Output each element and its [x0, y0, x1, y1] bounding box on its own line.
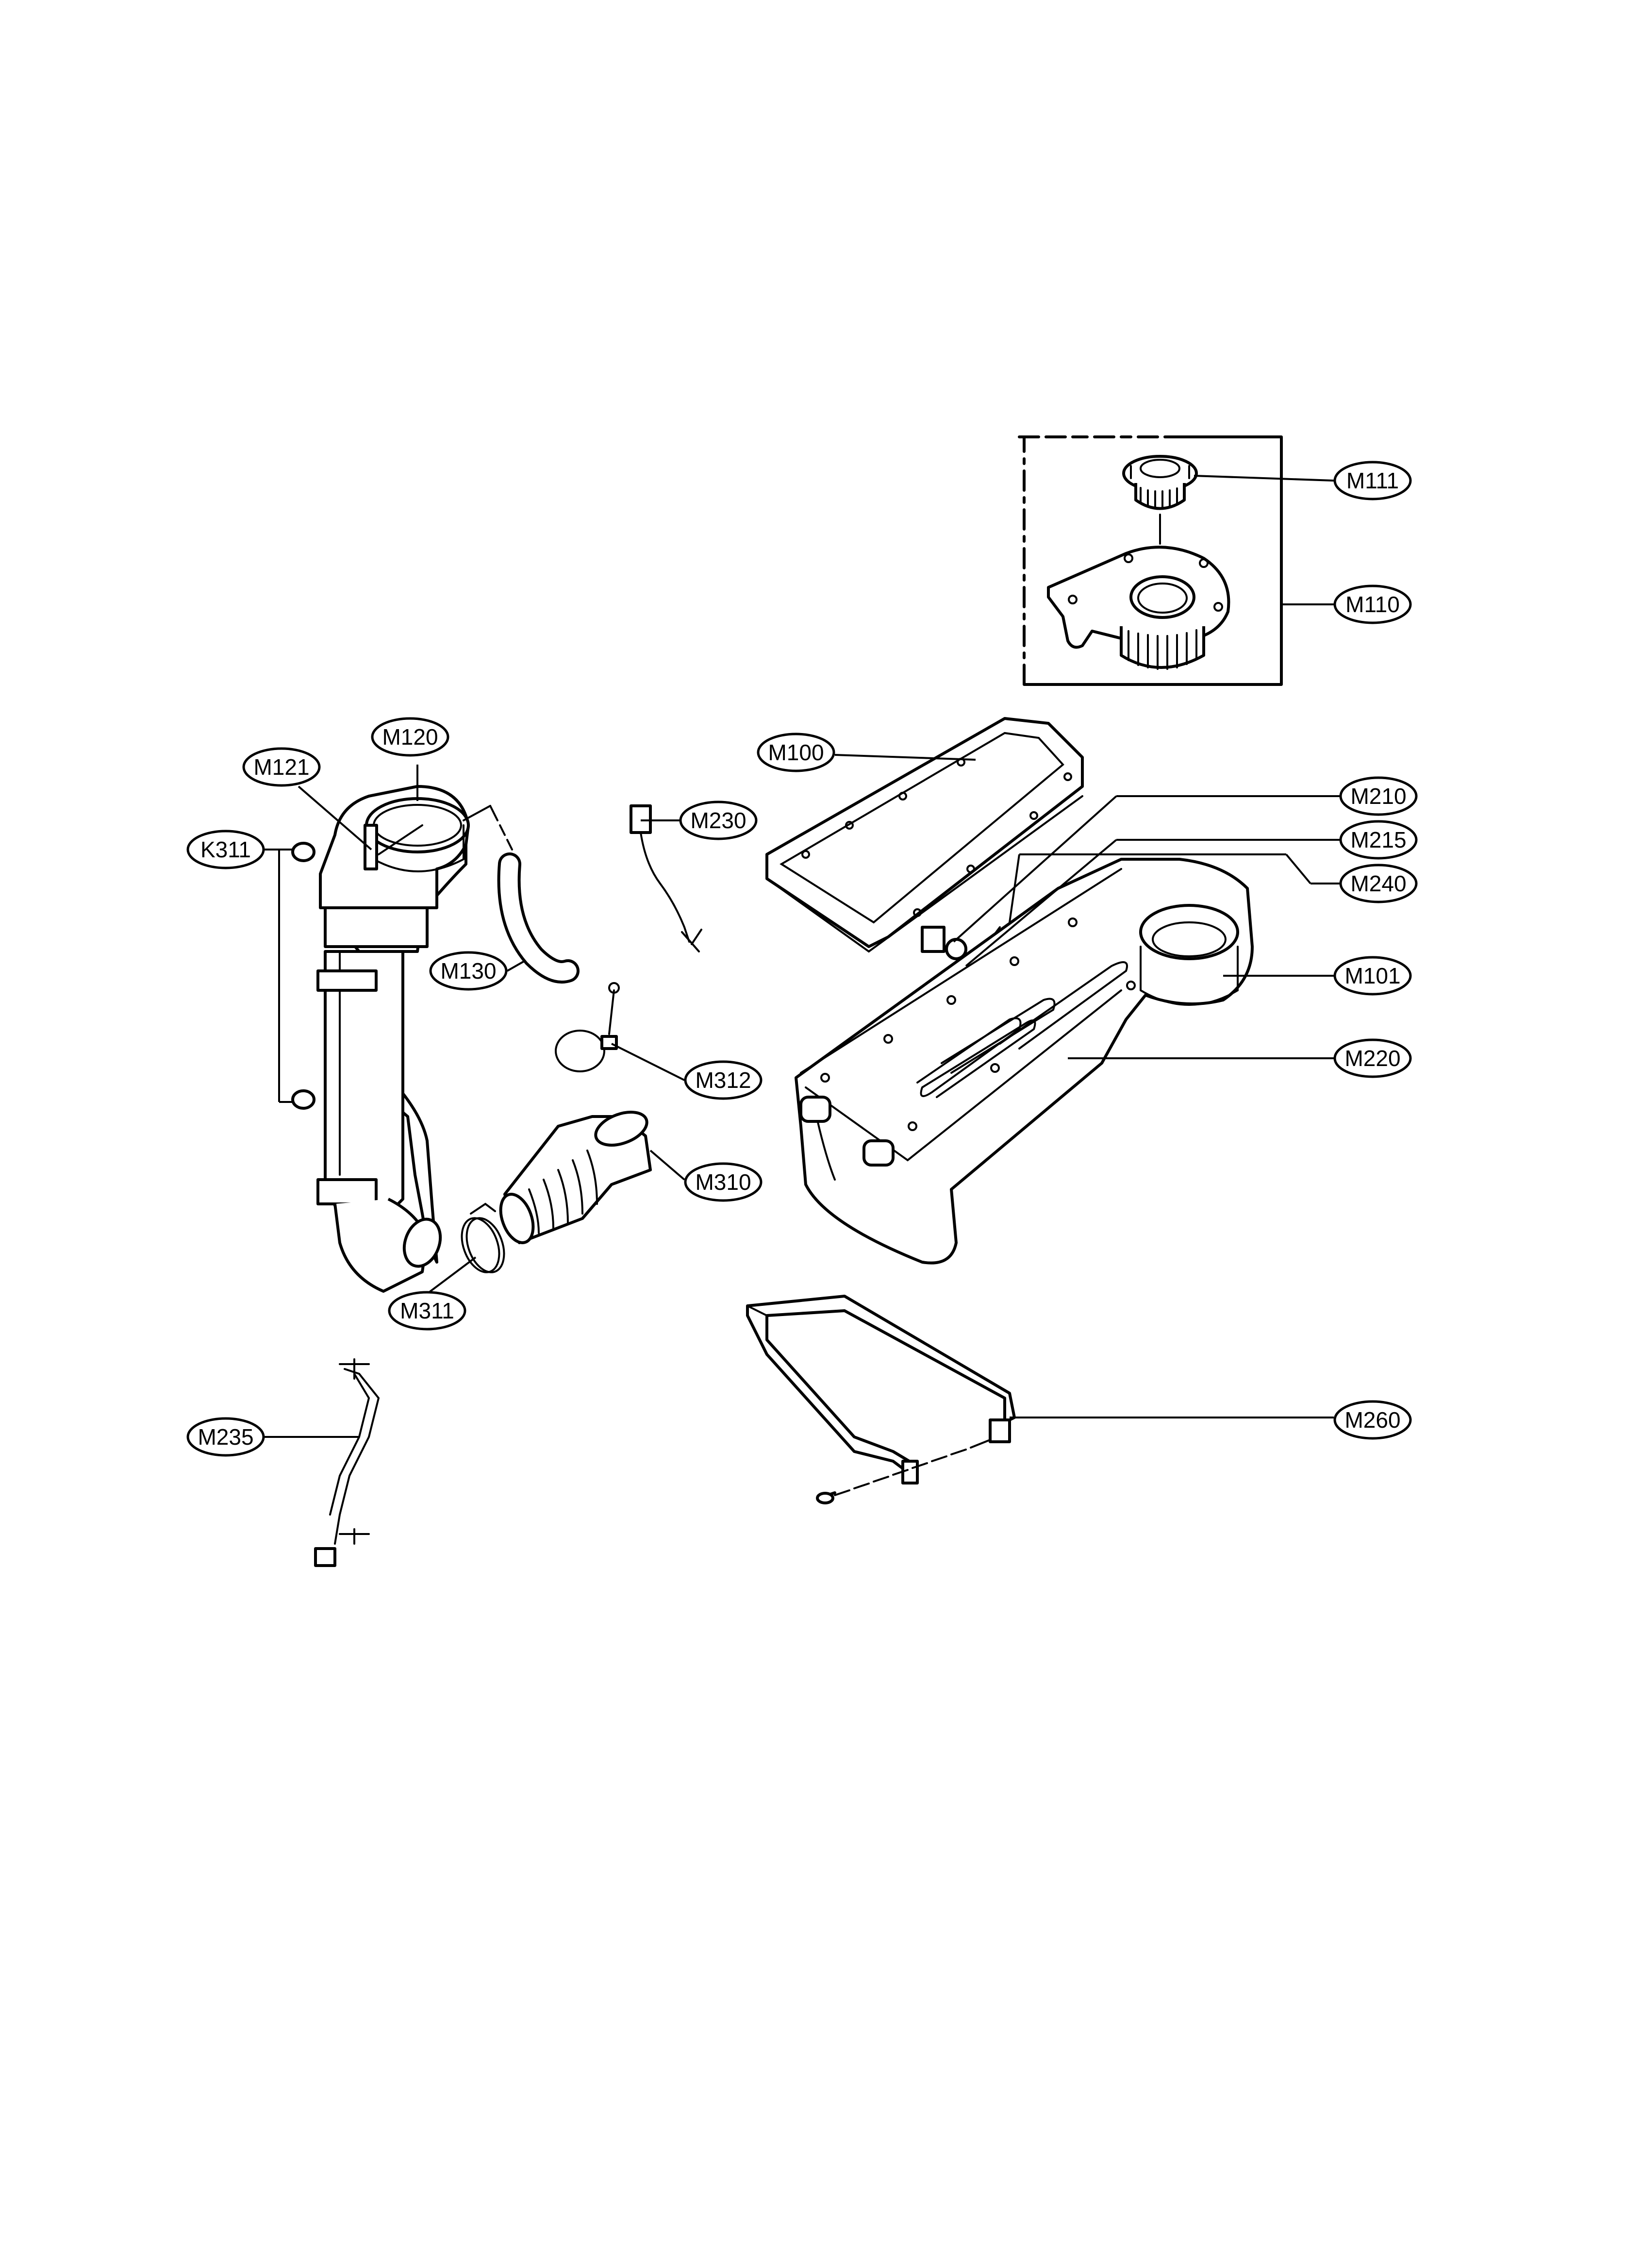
- callout-label-m240: M240: [1350, 871, 1406, 896]
- callout-m235: M235: [186, 1417, 265, 1457]
- callout-m215: M215: [1339, 820, 1418, 860]
- callout-label-k311: K311: [200, 837, 251, 862]
- callout-m312: M312: [684, 1060, 763, 1100]
- thermistor-sensor-part: [630, 804, 702, 952]
- wire-harness-part: [314, 1358, 380, 1567]
- exhaust-duct-part: [316, 785, 513, 1293]
- callout-m220: M220: [1333, 1038, 1412, 1078]
- callout-label-m215: M215: [1350, 827, 1406, 852]
- callout-m100: M100: [757, 733, 835, 772]
- callout-label-m120: M120: [382, 724, 438, 750]
- fan-assembly-group: [1018, 435, 1283, 686]
- callout-label-m130: M130: [440, 958, 496, 984]
- heater-duct-body-part: [795, 858, 1254, 1265]
- callout-label-m310: M310: [695, 1169, 751, 1195]
- heater-coil-part: [916, 961, 1128, 1098]
- callout-label-m312: M312: [695, 1067, 751, 1093]
- hose-part: [497, 852, 580, 984]
- callout-m120: M120: [371, 717, 449, 757]
- bracket-part: [746, 1295, 1016, 1504]
- duct-cover-part: [765, 717, 1084, 953]
- callout-label-m235: M235: [198, 1424, 253, 1450]
- callout-label-m230: M230: [690, 808, 746, 833]
- callout-m101: M101: [1333, 956, 1412, 996]
- plug-part-bottom: [291, 1089, 315, 1110]
- callout-m130: M130: [429, 951, 508, 991]
- callout-m260: M260: [1333, 1400, 1412, 1440]
- callout-m230: M230: [679, 800, 758, 840]
- callout-label-m260: M260: [1344, 1407, 1400, 1433]
- callout-label-m311: M311: [400, 1298, 454, 1323]
- callout-label-m111: M111: [1346, 468, 1399, 493]
- callout-m240: M240: [1339, 864, 1418, 903]
- callout-label-m101: M101: [1344, 963, 1400, 988]
- leader-lines: [265, 475, 1344, 1438]
- callout-m110: M110: [1333, 584, 1412, 624]
- callout-label-m100: M100: [768, 740, 824, 765]
- callout-k311: K311: [186, 830, 265, 869]
- hose-clamp-part: [461, 1202, 505, 1273]
- callout-m311: M311: [388, 1291, 466, 1331]
- callout-label-m210: M210: [1350, 784, 1406, 809]
- fan-motor-part: [1122, 455, 1198, 545]
- fan-housing-part: [1047, 546, 1230, 670]
- callout-label-m121: M121: [253, 754, 309, 780]
- callout-label-m220: M220: [1344, 1046, 1400, 1071]
- bellows-hose-part: [499, 1111, 652, 1244]
- callout-label-m110: M110: [1345, 592, 1400, 617]
- callout-m310: M310: [684, 1162, 763, 1202]
- callout-m121: M121: [242, 747, 321, 787]
- clamp-ring-part: [555, 982, 620, 1072]
- plug-part-top: [291, 842, 315, 862]
- callout-m210: M210: [1339, 776, 1418, 816]
- callout-m111: M111: [1333, 461, 1412, 500]
